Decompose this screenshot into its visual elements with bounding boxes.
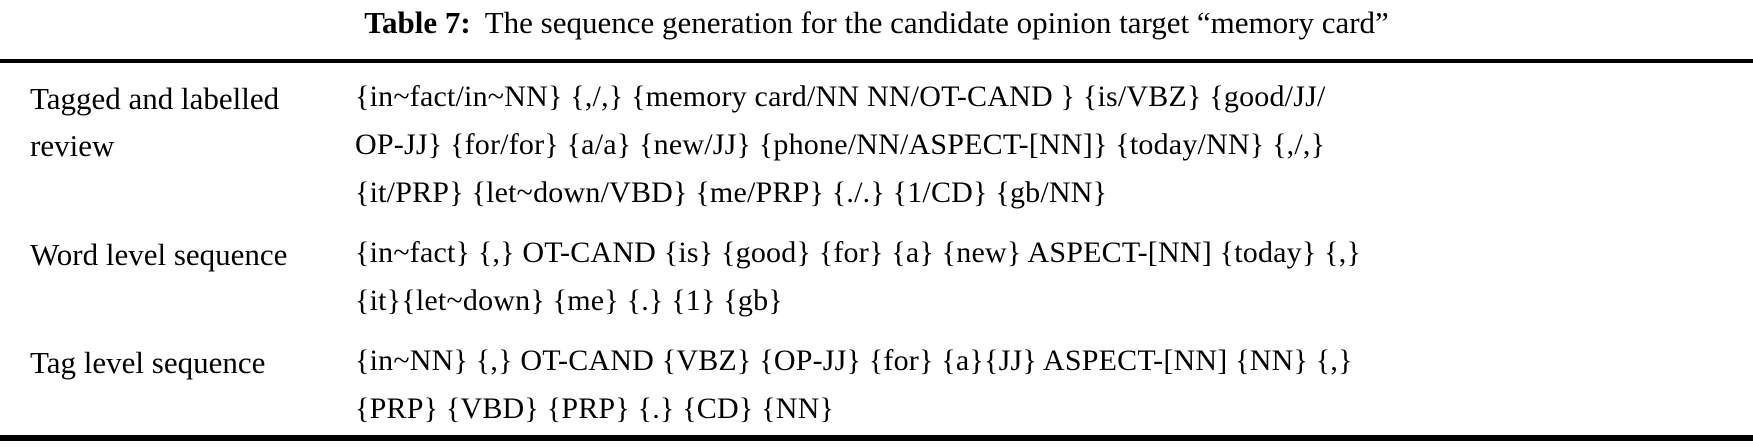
row-content-tag-level-sequence: {in~NN} {,} OT-CAND {VBZ} {OP-JJ} {for} … [355, 344, 1353, 425]
row-header-tag-level-sequence: Tag level sequence [30, 345, 266, 380]
table-caption-label: Table 7: [364, 5, 471, 40]
table-caption: Table 7: The sequence generation for the … [0, 0, 1753, 43]
table-row: Tagged and labelled review {in~fact/in~N… [0, 73, 1753, 217]
row-header-tagged-review: Tagged and labelled review [30, 81, 280, 163]
table-row: Word level sequence {in~fact} {,} OT-CAN… [0, 229, 1753, 325]
table-caption-text: The sequence generation for the candidat… [484, 5, 1389, 40]
row-content-word-level-sequence: {in~fact} {,} OT-CAND {is} {good} {for} … [355, 236, 1362, 317]
row-header-word-level-sequence: Word level sequence [30, 237, 288, 272]
row-content-tagged-review: {in~fact/in~NN} {,/,} {memory card/NN NN… [355, 80, 1326, 209]
table-row: Tag level sequence {in~NN} {,} OT-CAND {… [0, 337, 1753, 433]
table: Tagged and labelled review {in~fact/in~N… [0, 59, 1753, 441]
